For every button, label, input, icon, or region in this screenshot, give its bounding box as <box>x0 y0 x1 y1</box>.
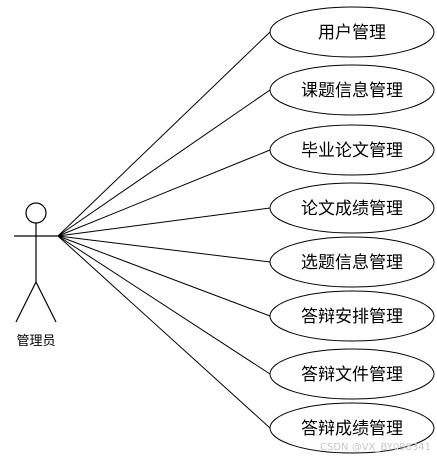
use-case-label: 论文成绩管理 <box>301 199 403 219</box>
actor-label: 管理员 <box>16 334 55 349</box>
use-case-label: 课题信息管理 <box>301 81 403 101</box>
use-case-ellipse <box>269 236 435 288</box>
use-case: 答辩安排管理 <box>269 290 435 342</box>
use-case-ellipse <box>269 402 435 454</box>
use-case: 答辩文件管理 <box>269 348 435 400</box>
watermark: CSDN @VX_BY098341 <box>320 442 431 453</box>
actor-left-leg <box>15 281 37 323</box>
use-case-label: 毕业论文管理 <box>301 141 403 161</box>
association-line <box>57 149 271 237</box>
association-line <box>57 235 271 375</box>
use-case: 用户管理 <box>269 6 435 58</box>
actor-right-leg <box>35 281 57 323</box>
use-case: 答辩成绩管理 <box>269 402 435 454</box>
actor-head <box>25 202 47 224</box>
use-case: 选题信息管理 <box>269 236 435 288</box>
use-case-label: 答辩安排管理 <box>301 307 403 327</box>
use-case-label: 用户管理 <box>318 23 386 43</box>
use-case-ellipse <box>269 124 435 176</box>
use-case-label: 答辩文件管理 <box>301 365 403 385</box>
association-line <box>57 207 271 237</box>
use-case-label: 答辩成绩管理 <box>301 419 403 439</box>
use-case-list: 用户管理课题信息管理毕业论文管理论文成绩管理选题信息管理答辩安排管理答辩文件管理… <box>269 6 435 454</box>
use-case: 论文成绩管理 <box>269 182 435 234</box>
use-case-ellipse <box>269 290 435 342</box>
association-line <box>57 235 271 429</box>
use-case: 毕业论文管理 <box>269 124 435 176</box>
actor-administrator: 管理员 <box>14 202 58 349</box>
use-case-ellipse <box>269 64 435 116</box>
use-case: 课题信息管理 <box>269 64 435 116</box>
use-case-ellipse <box>269 6 435 58</box>
use-case-ellipse <box>269 348 435 400</box>
association-lines <box>57 31 271 429</box>
association-line <box>57 31 271 237</box>
association-line <box>57 235 271 263</box>
use-case-ellipse <box>269 182 435 234</box>
use-case-label: 选题信息管理 <box>301 253 403 273</box>
association-line <box>57 89 271 237</box>
association-line <box>57 235 271 317</box>
